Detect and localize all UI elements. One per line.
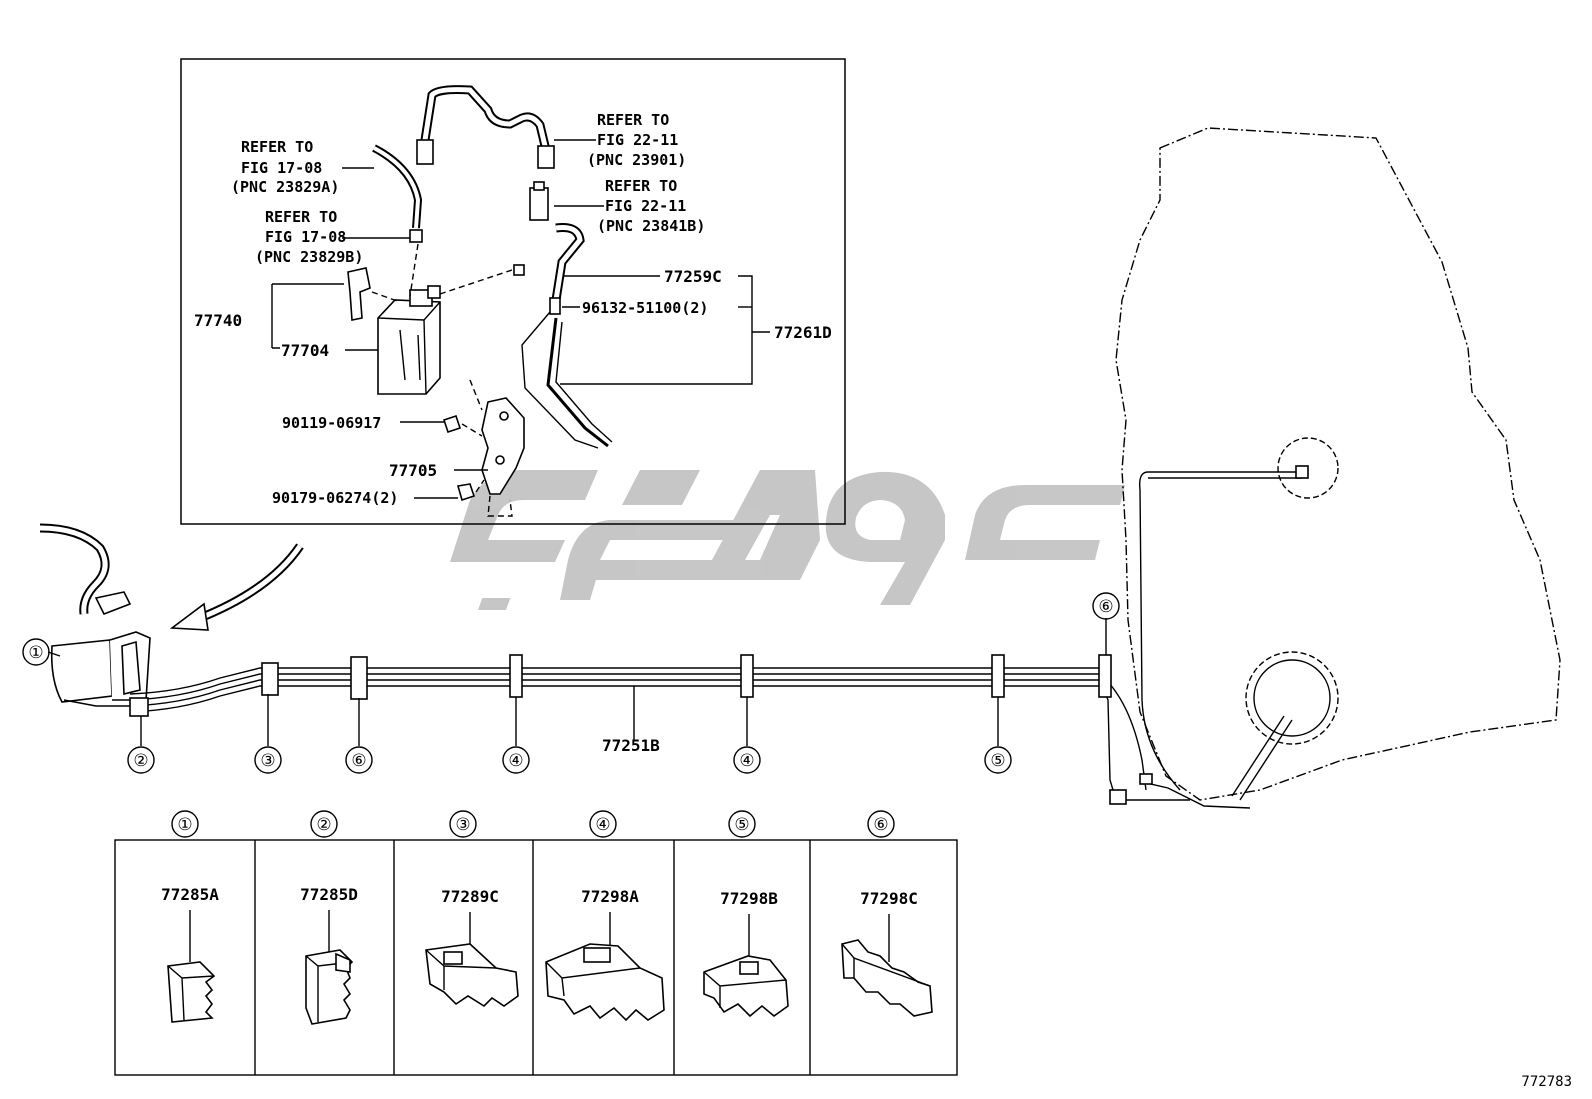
legend-part-77298c: 77298C: [860, 889, 918, 908]
callout-5: ⑤: [990, 751, 1005, 771]
legend-part-77285d: 77285D: [300, 885, 358, 904]
legend-num-6: ⑥: [873, 815, 888, 835]
callout-2: ②: [133, 751, 148, 771]
ref-label-4: REFER TO FIG 22-11 (PNC 23841B): [597, 177, 705, 235]
charcoal-canister: [377, 285, 441, 395]
part-label-77261d: 77261D: [774, 323, 832, 342]
tube-clamps: [129, 654, 1112, 717]
hose-77740: [347, 267, 371, 321]
svg-text:REFER TO: REFER TO: [265, 208, 337, 226]
svg-text:(PNC 23829B): (PNC 23829B): [255, 248, 363, 266]
legend-num-5: ⑤: [734, 815, 749, 835]
clamp-77298b: [703, 955, 789, 1018]
part-label-77259c: 77259C: [664, 267, 722, 286]
assembly-lines: [371, 243, 513, 517]
inset-frame: [180, 58, 846, 525]
figure-number: 772783: [1521, 1074, 1572, 1090]
part-label-77705: 77705: [389, 461, 437, 480]
legend-num-4: ④: [595, 815, 610, 835]
callout-numbers: ① ② ③ ⑥ ④ ④ ⑤ ⑥: [28, 597, 1113, 771]
evap-hose-upper: [416, 85, 555, 169]
part-label-90119: 90119-06917: [282, 414, 381, 432]
inset-leaders: [271, 139, 770, 499]
nut-90179: [456, 483, 476, 502]
legend-num-2: ②: [316, 815, 331, 835]
legend-num-3: ③: [455, 815, 470, 835]
pointer-arrow: [169, 543, 304, 631]
callout-6a: ⑥: [351, 751, 366, 771]
part-label-90179: 90179-06274(2): [272, 489, 398, 507]
callout-1: ①: [28, 643, 43, 663]
part-label-96132: 96132-51100(2): [582, 299, 708, 317]
legend-part-77298a: 77298A: [581, 887, 639, 906]
vent-hose-left: [372, 144, 423, 243]
clamp-77298a: [545, 943, 665, 1022]
bracket-77705: [481, 397, 525, 495]
callout-6b: ⑥: [1098, 597, 1113, 617]
tube-77261d: [521, 311, 613, 449]
legend-part-77285a: 77285A: [161, 885, 219, 904]
callout-3: ③: [260, 751, 275, 771]
fuel-tank: [1109, 127, 1561, 809]
svg-text:(PNC 23841B): (PNC 23841B): [597, 217, 705, 235]
ref-label-1: REFER TO FIG 17-08 (PNC 23829A): [231, 138, 339, 196]
callout-circles: [22, 592, 1120, 774]
bolt-90119: [442, 414, 462, 434]
hose-clamp: [513, 264, 525, 276]
clamp-77285a: [167, 961, 216, 1023]
part-label-77251b: 77251B: [602, 736, 660, 755]
svg-text:(PNC 23829A): (PNC 23829A): [231, 178, 339, 196]
hose-77259c: [549, 223, 585, 315]
ref-label-3: REFER TO FIG 22-11 (PNC 23901): [587, 111, 686, 169]
svg-text:FIG 22-11: FIG 22-11: [597, 131, 678, 149]
canister-assembly: [39, 523, 151, 707]
clamp-77285d: [305, 949, 354, 1025]
svg-text:FIG 17-08: FIG 17-08: [265, 228, 346, 246]
clamp-77289c: [425, 943, 519, 1008]
svg-text:FIG 22-11: FIG 22-11: [605, 197, 686, 215]
svg-text:REFER TO: REFER TO: [597, 111, 669, 129]
part-label-77740: 77740: [194, 311, 242, 330]
callout-leaders: [47, 618, 1107, 746]
legend-part-77289c: 77289C: [441, 887, 499, 906]
clamp-legend: ① ② ③ ④ ⑤ ⑥ 77285A 77285D 77289C 77298A …: [114, 810, 958, 1076]
svg-text:REFER TO: REFER TO: [241, 138, 313, 156]
callout-4b: ④: [739, 751, 754, 771]
svg-text:(PNC 23901): (PNC 23901): [587, 151, 686, 169]
ref-label-2: REFER TO FIG 17-08 (PNC 23829B): [255, 208, 363, 266]
legend-num-1: ①: [177, 815, 192, 835]
legend-part-77298b: 77298B: [720, 889, 778, 908]
callout-4a: ④: [508, 751, 523, 771]
watermark-logo: [450, 470, 1125, 610]
part-label-77704: 77704: [281, 341, 329, 360]
fuel-tube-77251b: [129, 667, 1190, 801]
valve-connector: [529, 181, 549, 221]
svg-text:REFER TO: REFER TO: [605, 177, 677, 195]
clamp-77298c: [841, 939, 933, 1017]
svg-text:FIG 17-08: FIG 17-08: [241, 159, 322, 177]
